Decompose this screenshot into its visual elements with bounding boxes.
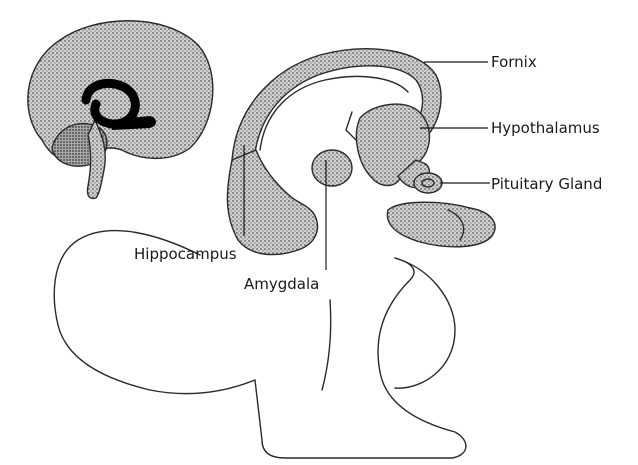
pituitary-gland xyxy=(414,173,442,193)
label-amygdala: Amygdala xyxy=(244,275,319,293)
pons-outline xyxy=(395,258,455,388)
brainstem-outline xyxy=(54,231,466,458)
hippocampus xyxy=(227,150,317,255)
label-hippocampus: Hippocampus xyxy=(134,245,237,263)
fornix-column xyxy=(346,112,356,140)
label-hypothalamus: Hypothalamus xyxy=(491,119,600,137)
amygdala xyxy=(312,150,352,186)
label-fornix: Fornix xyxy=(491,53,537,71)
midbrain-faint xyxy=(322,300,331,390)
label-pituitary-gland: Pituitary Gland xyxy=(491,175,602,193)
inset-brain xyxy=(28,21,213,199)
lower-lobe xyxy=(387,202,495,247)
